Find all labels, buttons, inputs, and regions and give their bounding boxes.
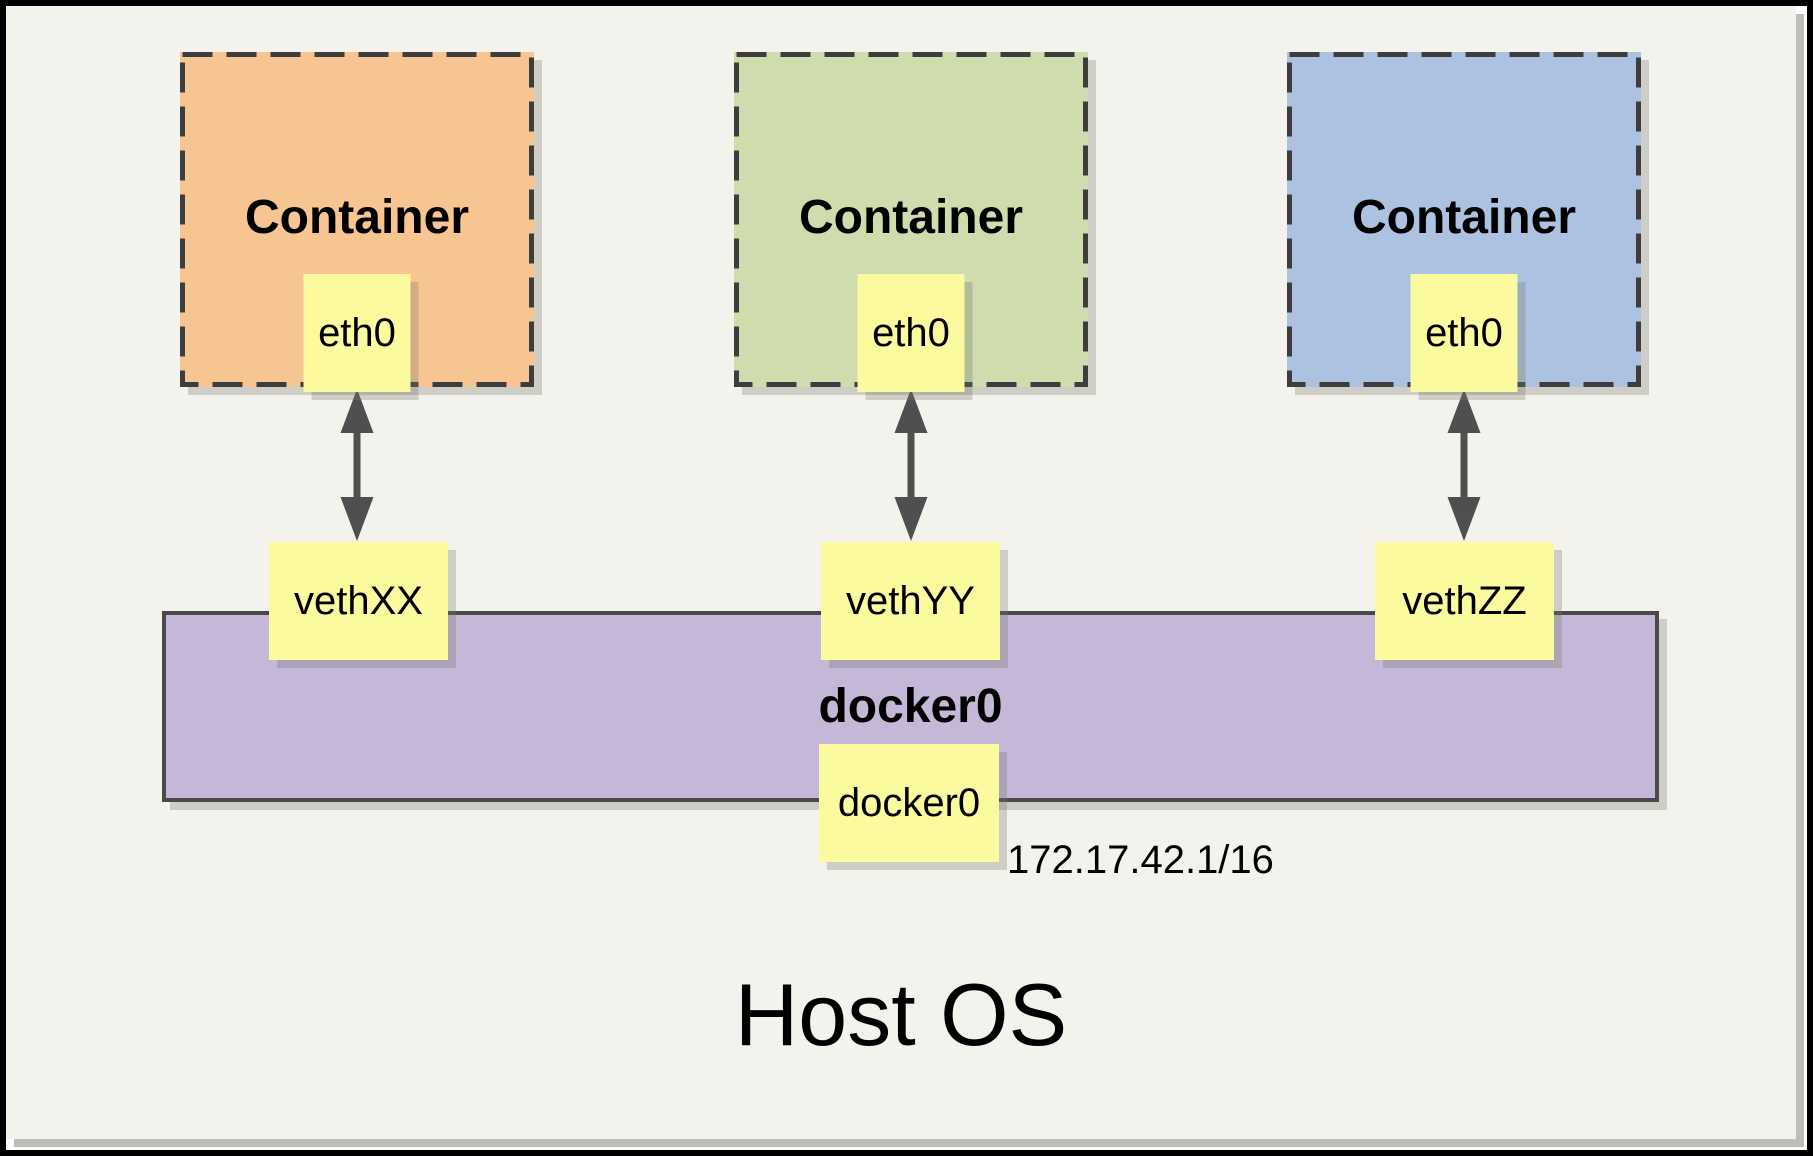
eth0-label: eth0 [318,310,396,355]
eth0-label: eth0 [1425,310,1503,355]
eth0-interface-box: eth0 [857,274,965,392]
host-os-label: Host OS [734,965,1068,1064]
vethzz-label: vethZZ [1402,578,1527,623]
bridge-ip-label: 172.17.42.1/16 [1007,838,1274,882]
double-arrow-icon [894,389,928,541]
eth0-label: eth0 [872,310,950,355]
vethyy-box: vethYY [821,542,1000,660]
container-label: Container [244,191,469,244]
docker0-interface-box: docker0 [819,744,999,862]
double-arrow-icon [1447,389,1481,541]
eth0-interface-box: eth0 [1410,274,1518,392]
docker0-bridge-label: docker0 [818,680,1003,733]
container-label: Container [1351,191,1576,244]
vethzz-box: vethZZ [1375,542,1554,660]
container-box-1: Container eth0 [180,52,534,392]
container-box-2: Container eth0 [734,52,1088,392]
vethxx-label: vethXX [294,578,423,623]
double-arrow-icon [340,389,374,541]
vethyy-label: vethYY [846,578,975,623]
docker0-interface-label: docker0 [837,780,981,825]
container-box-3: Container eth0 [1287,52,1641,392]
eth0-interface-box: eth0 [303,274,411,392]
container-label: Container [798,191,1023,244]
vethxx-box: vethXX [269,542,448,660]
host-panel: Container eth0 Container eth0 Container … [6,6,1796,1139]
